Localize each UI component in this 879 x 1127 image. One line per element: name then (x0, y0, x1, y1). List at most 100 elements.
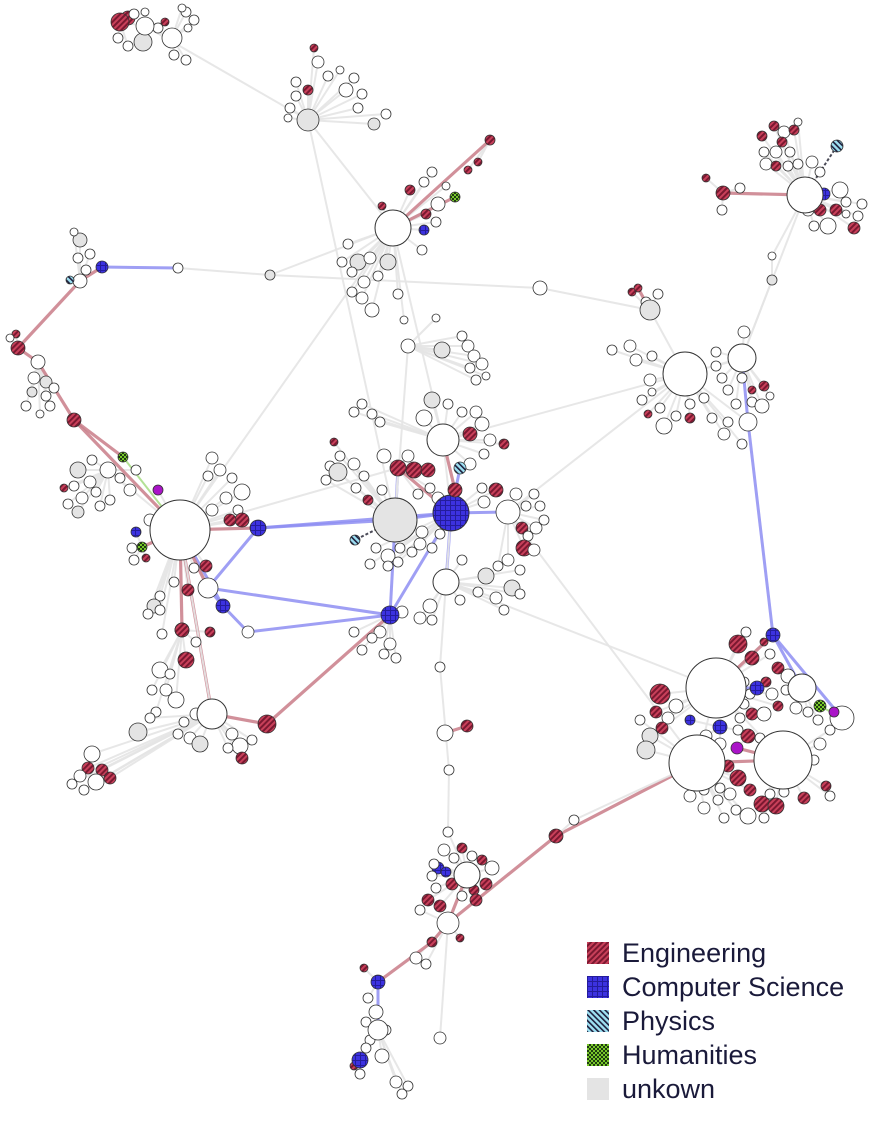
graph-edge (445, 581, 717, 689)
unlabeled-node (48, 382, 60, 394)
unlabeled-node (415, 409, 433, 427)
unlabeled-node (346, 286, 358, 298)
unlabeled-node (320, 474, 332, 486)
engineering-node (744, 650, 760, 666)
graph-edge (177, 267, 271, 276)
engineering-node (404, 184, 416, 196)
unlabeled-node (374, 209, 412, 247)
unlabeled-node (714, 782, 726, 794)
unlabeled-node (412, 488, 424, 500)
computer-science-node (418, 224, 430, 236)
unlabeled-node (400, 338, 416, 354)
unlabeled-node (372, 270, 384, 282)
graph-edge (247, 613, 391, 634)
unknown-node (39, 375, 53, 389)
engineering-node (728, 634, 748, 654)
unlabeled-node (69, 227, 79, 237)
unlabeled-node (654, 402, 666, 414)
unlabeled-node (716, 204, 728, 216)
unlabeled-node (348, 72, 360, 84)
engineering-hatch-icon (587, 942, 609, 964)
unlabeled-node (233, 483, 251, 501)
unlabeled-node (472, 586, 484, 598)
unlabeled-node (737, 325, 751, 339)
computer-science-node (712, 719, 728, 735)
unlabeled-node (360, 1016, 372, 1028)
unlabeled-node (424, 482, 436, 494)
engineering-node (788, 124, 800, 136)
legend-item-engineering: Engineering (587, 936, 844, 970)
unlabeled-node (389, 1075, 403, 1089)
engineering-node (469, 893, 483, 907)
unlabeled-node (534, 500, 546, 512)
unlabeled-node (840, 196, 852, 208)
unlabeled-node (538, 514, 550, 526)
unlabeled-node (347, 457, 361, 471)
unlabeled-node (456, 554, 468, 566)
unlabeled-node (426, 614, 438, 626)
unlabeled-node (662, 351, 708, 397)
physics-node (830, 139, 844, 153)
graph-edge (179, 227, 394, 531)
unlabeled-node (734, 712, 746, 724)
unlabeled-node (168, 576, 180, 588)
purple-node (828, 706, 840, 718)
unlabeled-node (222, 742, 234, 754)
unlabeled-node (647, 387, 657, 397)
engineering-node (476, 854, 488, 866)
unlabeled-node (754, 398, 770, 414)
unlabeled-node (498, 604, 510, 616)
engineering-node (649, 683, 671, 705)
engineering-node (433, 899, 447, 913)
unlabeled-node (814, 166, 826, 178)
unlabeled-node (856, 198, 868, 210)
unlabeled-node (824, 790, 836, 802)
engineering-node (655, 721, 669, 735)
legend-item-computer-science: Computer Science (587, 970, 844, 1004)
engineering-node (740, 728, 756, 744)
unlabeled-node (402, 1080, 414, 1092)
unlabeled-node (442, 826, 454, 838)
unlabeled-node (443, 764, 455, 776)
unlabeled-node (213, 463, 227, 477)
unlabeled-node (311, 55, 325, 69)
graph-edge (269, 227, 394, 276)
engineering-node (498, 438, 510, 450)
physics-node (349, 534, 361, 546)
unlabeled-node (241, 625, 255, 639)
engineering-node (463, 165, 473, 175)
unlabeled-node (767, 251, 777, 261)
unlabeled-node (739, 807, 757, 825)
unlabeled-node (684, 398, 696, 410)
unlabeled-node (338, 82, 354, 98)
unlabeled-node (730, 398, 742, 410)
computer-science-node (380, 605, 400, 625)
unlabeled-node (73, 769, 87, 783)
unlabeled-node (374, 416, 386, 428)
unlabeled-node (652, 288, 664, 300)
graph-edge (91, 713, 213, 755)
graph-edge (207, 586, 391, 617)
unlabeled-node (197, 577, 219, 599)
engineering-node (181, 583, 195, 597)
engineering-node (103, 771, 117, 785)
unknown-node (128, 722, 148, 742)
unlabeled-node (334, 450, 346, 462)
unlabeled-node (453, 861, 481, 889)
unlabeled-node (78, 784, 90, 796)
unlabeled-node (376, 484, 388, 496)
unlabeled-node (831, 181, 849, 199)
engineering-node (829, 203, 843, 217)
unlabeled-node (716, 372, 728, 384)
graph-edge (746, 421, 775, 636)
unlabeled-node (122, 40, 134, 52)
unlabeled-node (769, 145, 783, 159)
unknown-solid-icon (587, 1078, 609, 1100)
engineering-node (234, 512, 250, 528)
unlabeled-node (717, 427, 731, 441)
engineering-node (633, 283, 643, 293)
unlabeled-node (159, 683, 173, 697)
unlabeled-node (456, 406, 468, 418)
unlabeled-node (520, 500, 532, 512)
engineering-node (771, 661, 785, 675)
